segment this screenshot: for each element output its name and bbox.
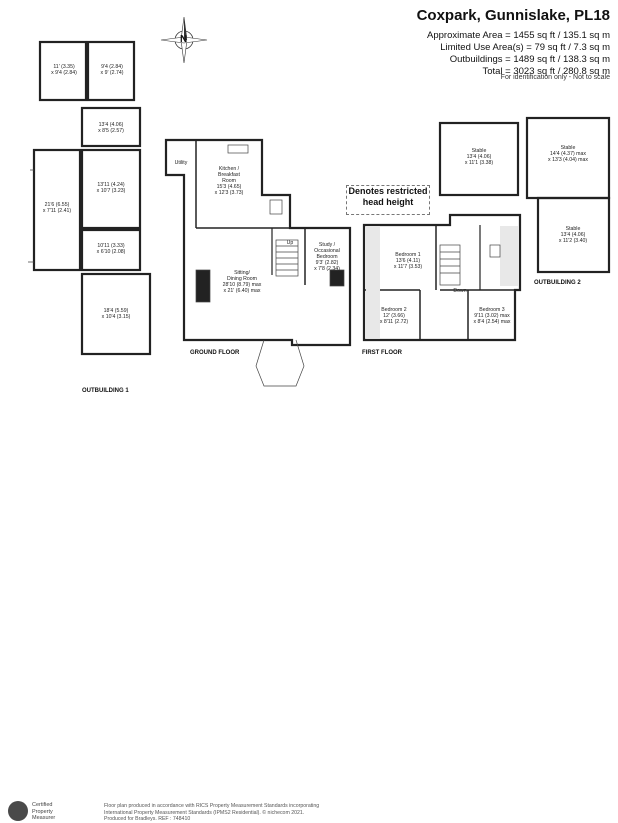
room-label-sitting: Sitting/ Dining Room 28'10 (8.79) max x … [222, 270, 262, 294]
rics-certified-text: Certified Property Measurer [32, 802, 55, 822]
wc-icon [269, 199, 283, 215]
compass-icon [160, 16, 208, 64]
total-area: Total = 3023 sq ft / 280.8 sq m [482, 66, 610, 77]
restricted-head-height-note: Denotes restricted head height [346, 185, 430, 215]
outbuilding1-room-a [38, 40, 88, 102]
room-label-o1-d: 13'11 (4.24) x 10'7 (3.23) [96, 182, 126, 194]
room-label-bedroom1: Bedroom 1 13'6 (4.11) x 11'7 (3.53) [393, 252, 423, 270]
room-label-kitchen: Kitchen / Breakfast Room 15'3 (4.65) x 1… [214, 166, 244, 196]
outbuilding1-room-b [86, 40, 136, 102]
outbuilding1-room-c [80, 106, 142, 148]
outbuilding1-room-f [80, 228, 142, 272]
stairs-up-label: Up [286, 240, 294, 246]
room-label-study: Study / Occasional Bedroom 9'3' (2.82) x… [314, 242, 340, 272]
room-label-o1-f: 10'11 (3.33) x 6'10 (2.08) [96, 243, 126, 255]
badge-line3: Measurer [32, 815, 56, 821]
outbuilding1-room-g [80, 272, 152, 356]
restricted-note-line2: head height [362, 197, 414, 207]
footer-line1: Floor plan produced in accordance with R… [104, 803, 320, 809]
rics-logo-icon [8, 801, 28, 821]
room-label-o1-e: 21'6 (6.55) x 7'11 (2.41) [42, 202, 72, 214]
room-label-stable1: Stable 13'4 (4.06) x 11'1 (3.38) [464, 148, 494, 166]
room-label-bedroom2: Bedroom 2 12' (3.66) x 8'11 (2.72) [379, 307, 409, 325]
room-label-o1-c: 13'4 (4.06) x 8'5 (2.57) [98, 122, 124, 134]
section-outbuilding2: OUTBUILDING 2 [534, 280, 581, 286]
fireplace-icon [195, 269, 211, 303]
kitchen-sink-icon [227, 144, 249, 154]
compass-north-label: N [180, 34, 188, 45]
badge-line1: Certified [32, 802, 53, 808]
footer-notes: Floor plan produced in accordance with R… [104, 803, 384, 823]
room-label-bedroom3: Bedroom 3 9'11 (3.02) max x 8'4 (2.54) m… [473, 307, 511, 325]
outbuildings-area: Outbuildings = 1489 sq ft / 138.3 sq m [449, 54, 610, 65]
first-floor-stairs-icon [439, 244, 461, 286]
header: Coxpark, Gunnislake, PL18 Approximate Ar… [0, 0, 618, 110]
stable-1 [438, 121, 520, 197]
stable-3 [536, 196, 611, 274]
limited-use-area: Limited Use Area(s) = 79 sq ft / 7.3 sq … [440, 42, 610, 53]
property-title: Coxpark, Gunnislake, PL18 [416, 7, 610, 24]
restricted-note-line1: Denotes restricted [348, 186, 428, 196]
ground-floor-outline [164, 138, 352, 347]
footer-line2: International Property Measurement Stand… [104, 809, 305, 816]
approximate-area: Approximate Area = 1455 sq ft / 135.1 sq… [427, 30, 610, 41]
room-label-o1-b: 9'4 (2.84) x 9' (2.74) [100, 64, 124, 76]
room-label-stable2: Stable 14'4 (4.37) max x 13'3 (4.04) max [548, 145, 588, 163]
disclaimer: For identification only - Not to scale [500, 74, 610, 81]
section-outbuilding1: OUTBUILDING 1 [82, 388, 129, 394]
section-ground-floor: GROUND FLOOR [190, 350, 240, 356]
outbuilding1-room-e [32, 148, 82, 272]
room-label-o1-a: 11' (3.35) x 9'4 (2.84) [51, 64, 77, 76]
stairs-down-label: Down [453, 288, 467, 294]
footer-line3: Produced for Bradleys. REF : 748410 [104, 816, 191, 823]
room-label-o1-g: 18'4 (5.59) x 10'4 (3.15) [101, 308, 131, 320]
footer: Certified Property Measurer Floor plan p… [0, 398, 618, 822]
floor-plan-drawing [28, 16, 611, 387]
room-label-utility: Utility [174, 160, 188, 166]
section-first-floor: FIRST FLOOR [362, 350, 402, 356]
first-floor-wc-icon [489, 244, 501, 258]
first-floor-outline [362, 213, 522, 342]
outbuilding1-room-d [80, 148, 142, 230]
room-label-stable3: Stable 13'4 (4.06) x 11'2 (3.40) [558, 226, 588, 244]
stove-icon [329, 269, 345, 287]
bay-window [255, 339, 305, 387]
